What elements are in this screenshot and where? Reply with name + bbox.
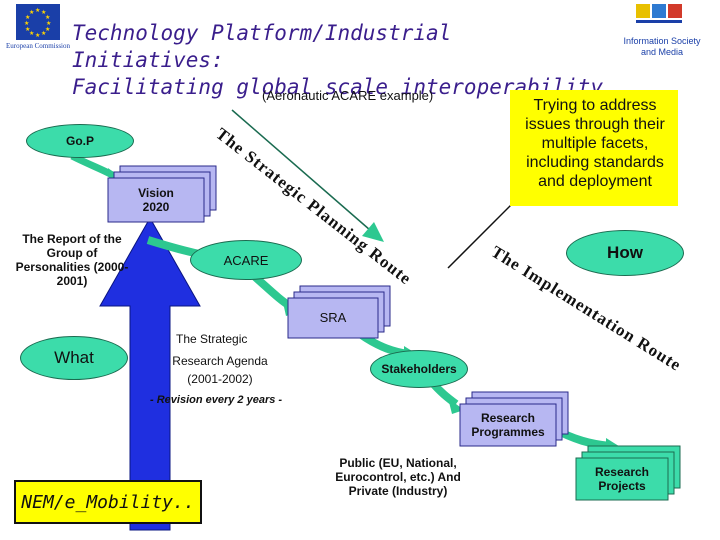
svg-text:★: ★ [25,14,30,21]
svg-text:★: ★ [25,26,30,33]
sra-node: SRA [319,310,347,325]
strategic-line-3: (2001-2002) [187,372,253,386]
svg-text:★: ★ [29,9,34,16]
vision-2020-node: Vision 2020 [138,186,174,214]
svg-text:★: ★ [35,7,40,14]
planning-route-arrowhead [362,222,384,242]
what-arrow [99,216,201,531]
european-commission-logo: ★★★ ★★★ ★★★ ★★★ European Commission [2,2,74,62]
nem-mobility-box: NEM/e_Mobility.. [14,480,202,524]
svg-text:★: ★ [41,9,46,16]
svg-text:★: ★ [46,20,51,27]
acare-node: ACARE [190,240,302,280]
vision-stack [107,165,217,223]
svg-text:★: ★ [29,30,34,37]
public-private-note: Public (EU, National, Eurocontrol, etc.)… [335,456,461,498]
gop-node: Go.P [26,124,134,158]
what-node: What [20,336,128,380]
svg-text:★: ★ [41,30,46,37]
information-society-label-1: Information Society [623,36,701,46]
strategic-agenda-text: The Strategic Research Agenda (2001-2002… [140,332,300,386]
svg-text:★: ★ [45,26,50,33]
strategic-line-2: Research Agenda [172,354,268,368]
planning-route-label: The Strategic Planning Route [212,102,426,288]
programmes-stack [459,391,569,447]
gop-to-vision-arrow [70,152,116,180]
revision-note: - Revision every 2 years - [150,394,283,406]
research-programmes-node: Research Programmes [471,411,545,439]
implementation-route-line [447,195,521,269]
information-society-label-2: and Media [640,47,684,57]
report-node: The Report of the Group of Personalities… [15,232,129,288]
strategic-line-1: The Strategic [176,332,248,346]
svg-text:★: ★ [45,14,50,21]
sra-stack [287,285,391,339]
title-line-1: Technology Platform/Industrial Initiativ… [72,21,452,72]
planning-route-line [231,109,371,231]
projects-stack [575,445,681,501]
svg-text:★: ★ [24,20,29,27]
research-projects-node: Research Projects [594,465,650,493]
stakeholders-node: Stakeholders [370,350,468,388]
diagram-subtitle: (Aeronautic ACARE example) [262,88,434,103]
callout-box: Trying to address issues through their m… [510,90,678,206]
how-node: How [566,230,684,276]
svg-text:★: ★ [35,32,40,39]
european-commission-label: European Commission [6,42,70,50]
information-society-logo: Information Society and Media [612,0,712,70]
